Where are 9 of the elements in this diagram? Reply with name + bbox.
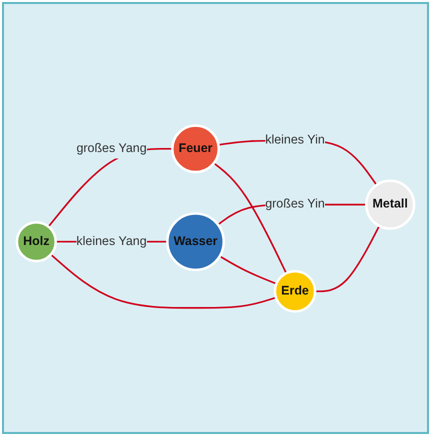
connector-line — [213, 162, 287, 274]
connector-line — [50, 253, 276, 308]
element-circle: Holz — [16, 220, 57, 262]
element-circle: Wasser — [166, 212, 225, 271]
connector-line — [315, 224, 380, 292]
element-circle: Feuer — [171, 124, 220, 173]
element-circle: Metall — [365, 179, 416, 230]
connector-line — [219, 254, 277, 284]
element-circle: Erde — [274, 269, 316, 312]
